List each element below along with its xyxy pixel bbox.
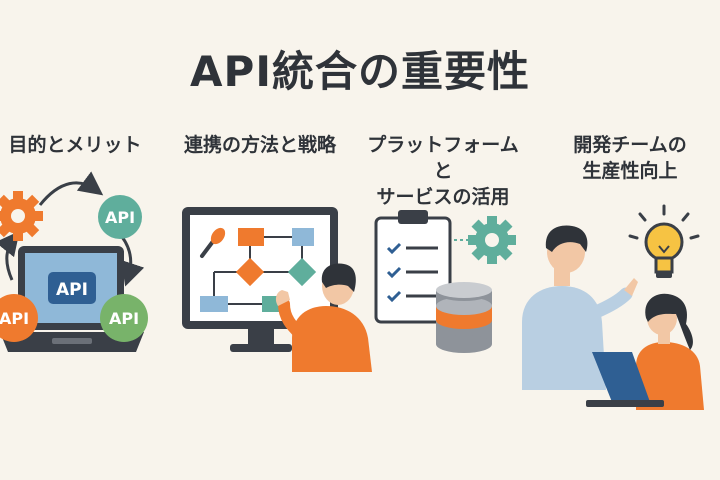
section-heading-productivity-line1: 開発チームの (573, 134, 687, 156)
api-badge-center: API (48, 272, 96, 304)
laptop-icon (586, 352, 664, 407)
platform-illustration (374, 210, 516, 353)
gear-icon (0, 191, 43, 241)
person-icon (636, 293, 704, 410)
section-heading-benefits: 目的とメリット (8, 134, 142, 156)
api-badge-green: API (100, 294, 148, 342)
section-heading-platform: プラットフォームと サービスの活用 (358, 132, 528, 210)
presenter-person-icon (275, 263, 372, 372)
productivity-illustration (522, 204, 704, 410)
api-badge-green-text: API (109, 309, 139, 328)
page-title: API統合の重要性 (190, 47, 530, 96)
methods-illustration (182, 207, 372, 372)
database-icon (436, 282, 492, 353)
lightbulb-icon (628, 204, 700, 278)
section-heading-productivity-line2: 生産性向上 (582, 160, 678, 182)
clipboard-checklist-icon (374, 210, 452, 324)
gear-icon (468, 216, 516, 264)
section-heading-productivity: 開発チームの 生産性向上 (545, 132, 715, 184)
api-badge-orange-text: API (0, 309, 29, 328)
section-heading-methods: 連携の方法と戦略 (183, 134, 336, 156)
cycle-arrow-top (38, 171, 104, 206)
benefits-illustration: API API API API (0, 171, 148, 352)
brush-icon (200, 227, 226, 258)
api-badge-teal: API (98, 195, 142, 239)
api-badge-center-text: API (56, 280, 88, 300)
person-icon (522, 225, 638, 390)
cycle-arrow-left (0, 230, 20, 281)
api-badge-orange: API (0, 294, 38, 342)
section-heading-platform-line1: プラットフォームと (367, 134, 519, 182)
api-badge-teal-text: API (105, 208, 135, 227)
section-heading-platform-line2: サービスの活用 (376, 186, 510, 208)
